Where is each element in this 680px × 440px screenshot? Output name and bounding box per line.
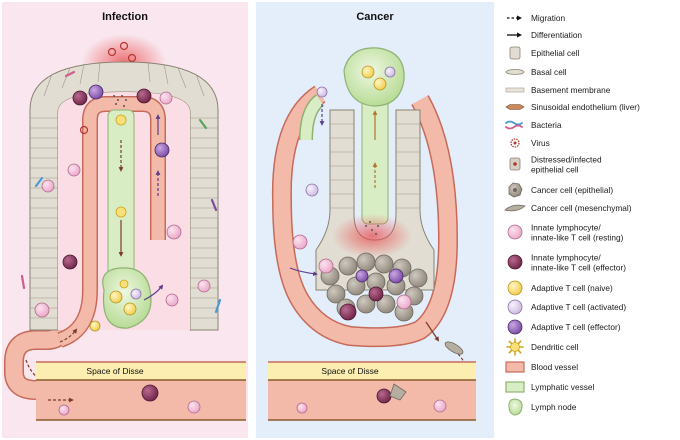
legend-label: Blood vessel (531, 362, 578, 372)
basal-cell-icon (505, 69, 525, 75)
legend-item: Blood vessel (505, 361, 578, 373)
adaptive-activated-icon (507, 299, 523, 315)
legend-item: Innate lymphocyte/innate-like T cell (ef… (507, 253, 626, 273)
dendritic-cell-icon (506, 338, 524, 356)
cancer-title: Cancer (356, 11, 394, 23)
lymphatic-vessel-icon (505, 381, 525, 393)
cancer-diagram (271, 47, 466, 380)
cancer-cell-mesenchymal-icon (504, 204, 526, 212)
cancer-disse-label: Space of Disse (321, 366, 378, 376)
legend-item: Migration (507, 13, 566, 23)
legend-label-line2: innate-like T cell (resting) (531, 233, 624, 243)
innate-effector-icon (507, 254, 523, 270)
legend-label: Dendritic cell (531, 342, 579, 352)
legend-item: Innate lymphocyte/innate-like T cell (re… (507, 223, 624, 243)
legend-item: Cancer cell (mesenchymal) (504, 203, 632, 213)
legend-item: Bacteria (505, 120, 562, 130)
sinusoidal-endothelium-icon (505, 104, 525, 110)
legend-label: Bacteria (531, 120, 562, 130)
legend-label: Lymph node (531, 402, 577, 412)
bacteria-icon (505, 120, 523, 130)
lymph-node-icon (508, 398, 523, 416)
infection-title: Infection (102, 11, 148, 23)
legend-item: Lymphatic vessel (505, 381, 594, 393)
legend-item: Lymph node (508, 398, 577, 416)
legend-label: Epithelial cell (531, 48, 580, 58)
legend-label: Basal cell (531, 67, 567, 77)
legend-label-line2: innate-like T cell (effector) (531, 263, 626, 273)
legend-item: Basement membrane (505, 85, 611, 95)
legend-label: Sinusoidal endothelium (liver) (531, 102, 640, 112)
adaptive-naive-icon (507, 280, 523, 296)
legend-label: Innate lymphocyte/ (531, 253, 601, 263)
legend-item: Basal cell (505, 67, 567, 77)
infection-disse-label: Space of Disse (86, 366, 143, 376)
legend-item: Adaptive T cell (activated) (507, 299, 626, 315)
legend-item: Sinusoidal endothelium (liver) (505, 102, 640, 112)
legend-label: Adaptive T cell (naive) (531, 283, 613, 293)
lymph-node (102, 267, 152, 329)
legend-item: Differentiation (507, 30, 582, 40)
virus-icon (510, 138, 520, 148)
legend-label: Distressed/infected (531, 155, 602, 165)
legend-item: Epithelial cell (509, 46, 580, 60)
basement-membrane-icon (505, 87, 525, 93)
legend-item: Cancer cell (epithelial) (508, 182, 613, 198)
legend-item: Adaptive T cell (naive) (507, 280, 613, 296)
epithelial-cell-icon (509, 46, 521, 60)
legend-item: Virus (510, 138, 550, 148)
distressed-cell-icon (509, 157, 521, 171)
legend-label: Cancer cell (mesenchymal) (531, 203, 632, 213)
legend-label: Adaptive T cell (effector) (531, 322, 621, 332)
innate-resting-icon (507, 224, 523, 240)
cancer-lymph-node (343, 47, 405, 107)
cancer-disse-vessel: Space of Disse (268, 361, 476, 421)
legend-label: Basement membrane (531, 85, 611, 95)
legend-label: Virus (531, 138, 550, 148)
legend-label: Migration (531, 13, 566, 23)
adaptive-effector-icon (507, 319, 523, 335)
legend-label: Lymphatic vessel (531, 382, 594, 392)
blood-vessel-icon (505, 361, 525, 373)
lymphatic-vessel (107, 109, 135, 291)
infection-disse-vessel: Space of Disse (36, 361, 246, 421)
legend-label: Differentiation (531, 30, 582, 40)
legend-label: Innate lymphocyte/ (531, 223, 601, 233)
legend-label: Adaptive T cell (activated) (531, 302, 626, 312)
legend-item: Adaptive T cell (effector) (507, 319, 621, 335)
legend-label: Cancer cell (epithelial) (531, 185, 613, 195)
legend-label-line2: epithelial cell (531, 165, 579, 175)
infection-diagram (4, 34, 222, 400)
cancer-cell-epithelial-icon (508, 182, 523, 198)
legend-item: Dendritic cell (506, 338, 579, 356)
